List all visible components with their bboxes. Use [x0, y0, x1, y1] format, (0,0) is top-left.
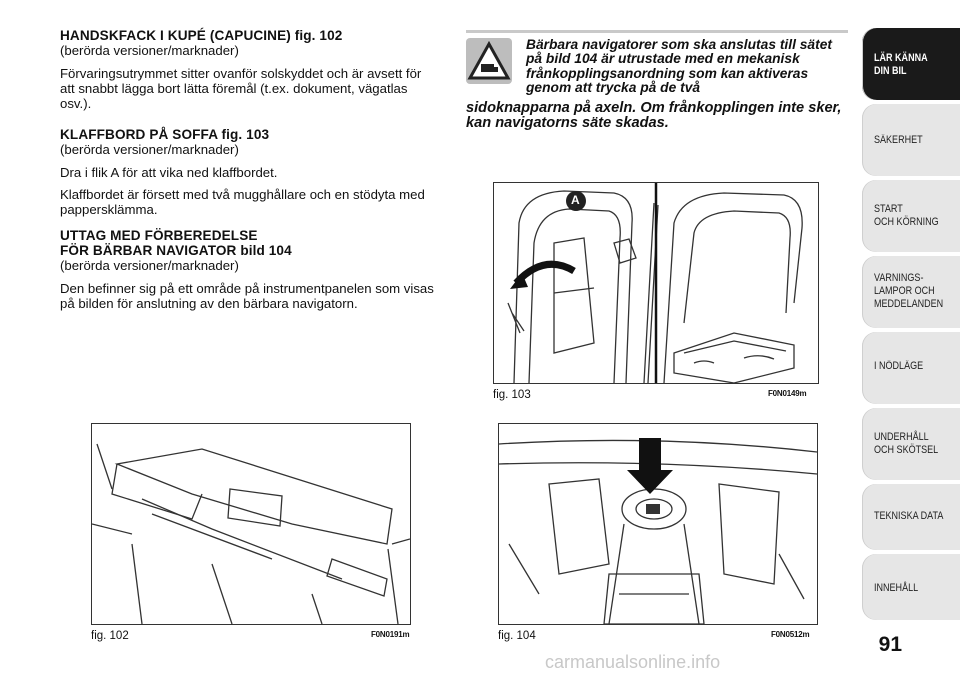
paragraph: Klaffbordet är försett med två mugghålla… — [60, 187, 425, 217]
section-subtitle: (berörda versioner/marknader) — [60, 258, 239, 273]
warning-divider — [466, 30, 848, 33]
tab-start-och-korning[interactable]: START OCH KÖRNING — [862, 180, 960, 252]
section-title-nav-socket-2: FÖR BÄRBAR NAVIGATOR bild 104 — [60, 243, 292, 258]
tab-innehall[interactable]: INNEHÅLL — [862, 554, 960, 620]
tab-sakerhet[interactable]: SÄKERHET — [862, 104, 960, 176]
figure-104-caption: fig. 104 — [498, 630, 536, 642]
section-title-glovebox: HANDSKFACK I KUPÉ (CAPUCINE) fig. 102 — [60, 28, 343, 43]
tab-label: INNEHÅLL — [874, 582, 919, 594]
figure-104-image — [498, 423, 818, 625]
tab-label: SÄKERHET — [874, 134, 923, 146]
section-subtitle: (berörda versioner/marknader) — [60, 142, 239, 157]
paragraph: Förvaringsutrymmet sitter ovanför solsky… — [60, 66, 422, 111]
tab-label: I NÖDLÄGE — [874, 360, 924, 372]
section-title-folding-table: KLAFFBORD PÅ SOFFA fig. 103 — [60, 127, 270, 142]
tab-label: UNDERHÅLL OCH SKÖTSEL — [874, 431, 939, 456]
tab-varningslampor[interactable]: VARNINGS- LAMPOR OCH MEDDELANDEN — [862, 256, 960, 328]
figure-104-code: F0N0512m — [771, 630, 810, 639]
warning-text-cont: sidoknapparna på axeln. Om frånkopplinge… — [466, 100, 842, 131]
figure-102-code: F0N0191m — [371, 630, 410, 639]
tab-label: START OCH KÖRNING — [874, 203, 939, 228]
figure-103-code: F0N0149m — [768, 389, 807, 398]
paragraph: Dra i flik A för att vika ned klaffborde… — [60, 165, 278, 180]
tab-label: VARNINGS- LAMPOR OCH MEDDELANDEN — [874, 272, 944, 310]
section-title-nav-socket-1: UTTAG MED FÖRBEREDELSE — [60, 228, 258, 243]
tab-lar-kanna-din-bil[interactable]: LÄR KÄNNA DIN BIL — [862, 28, 960, 100]
figure-102-caption: fig. 102 — [91, 630, 129, 642]
tab-i-nodlage[interactable]: I NÖDLÄGE — [862, 332, 960, 404]
paragraph: Den befinner sig på ett område på instru… — [60, 281, 434, 311]
watermark: carmanualsonline.info — [545, 652, 721, 672]
warning-text: Bärbara navigatorer som ska anslutas til… — [526, 37, 832, 95]
tab-label: TEKNISKA DATA — [874, 510, 944, 522]
figure-102-image — [91, 423, 411, 625]
tab-label: LÄR KÄNNA DIN BIL — [874, 52, 928, 77]
figure-103-image: A — [493, 182, 819, 384]
warning-triangle-icon — [466, 38, 512, 84]
tab-underhall-och-skotsel[interactable]: UNDERHÅLL OCH SKÖTSEL — [862, 408, 960, 480]
left-column: HANDSKFACK I KUPÉ (CAPUCINE) fig. 102 (b… — [60, 28, 435, 318]
figure-103-caption: fig. 103 — [493, 389, 531, 401]
page-number: 91 — [878, 633, 902, 656]
section-subtitle: (berörda versioner/marknader) — [60, 43, 239, 58]
tab-tekniska-data[interactable]: TEKNISKA DATA — [862, 484, 960, 550]
callout-label-a: A — [571, 193, 580, 207]
